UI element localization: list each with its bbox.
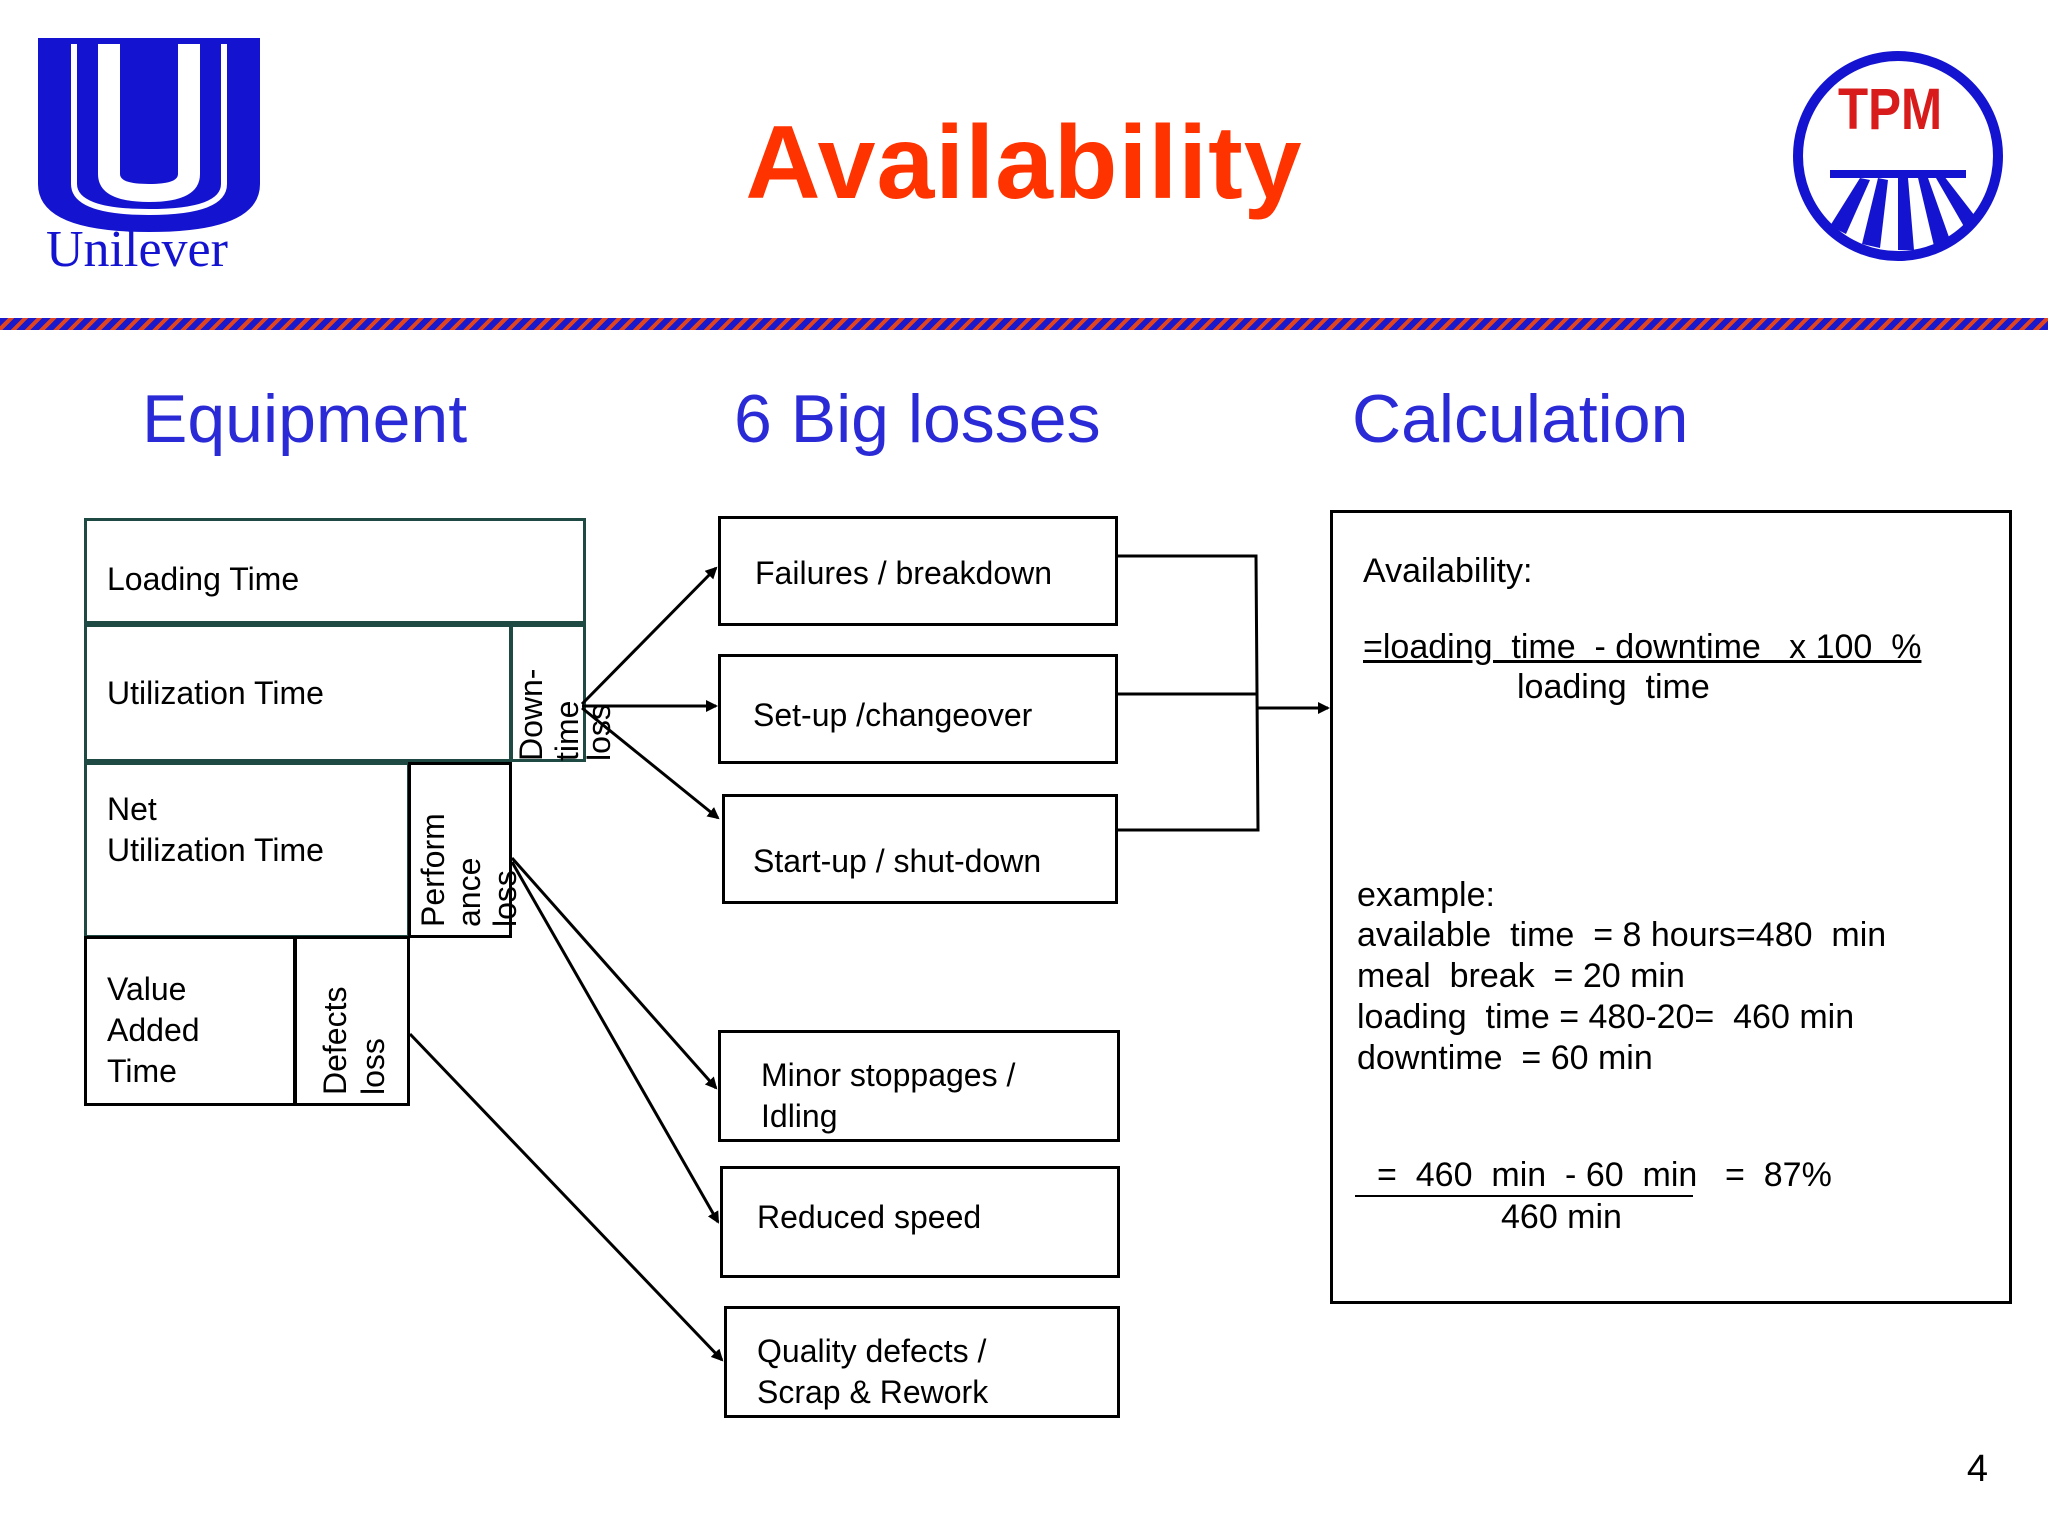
calc-available-time: available time = 8 hours=480 min (1357, 916, 1887, 954)
loss-box-failures: Failures / breakdown (718, 516, 1118, 626)
utilization-time-box: Utilization Time (84, 624, 512, 762)
loss-box-setup: Set-up /changeover (718, 654, 1118, 764)
arrow-performance-to-minor (510, 857, 718, 1090)
calc-heading: Availability: (1363, 552, 1533, 590)
column-heading-losses: 6 Big losses (734, 381, 1101, 457)
tpm-logo: TPM (1790, 48, 2006, 264)
downtime-loss-box: Down- time loss (510, 624, 617, 762)
loss-quality-label-1: Quality defects / (757, 1333, 987, 1369)
loading-time-label: Loading Time (107, 561, 300, 597)
loss-failures-label: Failures / breakdown (755, 555, 1053, 591)
calc-formula-numerator: =loading time - downtime x 100 % (1363, 628, 1922, 666)
column-heading-calculation: Calculation (1352, 381, 1689, 457)
arrow-downtime-to-failures (580, 566, 718, 706)
net-utilization-time-box: Net Utilization Time (84, 762, 410, 938)
tpm-circle-icon (1793, 51, 2003, 261)
column-heading-equipment: Equipment (142, 381, 468, 457)
unilever-logo-text: Unilever (46, 221, 228, 278)
value-added-label-2: Added (107, 1012, 200, 1048)
loss-quality-label-2: Scrap & Rework (757, 1374, 989, 1410)
loss-startup-label: Start-up / shut-down (753, 843, 1042, 879)
arrow-downtime-to-startup (581, 706, 720, 820)
calc-example-label: example: (1357, 876, 1495, 914)
performance-loss-box: Perform ance loss (408, 762, 523, 938)
value-added-label-1: Value (107, 971, 187, 1007)
unilever-logo: Unilever (34, 34, 264, 278)
calc-downtime: downtime = 60 min (1357, 1039, 1653, 1077)
calc-result-denominator: 460 min (1501, 1198, 1622, 1236)
calc-formula-denominator: loading time (1517, 668, 1710, 706)
loss-minor-label-1: Minor stoppages / (761, 1057, 1016, 1093)
net-utilization-label-1: Net (107, 791, 157, 827)
loss-box-minor: Minor stoppages / Idling (718, 1030, 1120, 1142)
arrow-defects-to-quality (408, 1032, 724, 1362)
utilization-time-label: Utilization Time (107, 675, 324, 711)
header-divider (0, 318, 2048, 330)
loss-setup-label: Set-up /changeover (753, 697, 1033, 733)
calc-meal-break: meal break = 20 min (1357, 957, 1685, 995)
loss-minor-label-2: Idling (761, 1098, 838, 1134)
loss-box-reduced-speed: Reduced speed (720, 1166, 1120, 1278)
loss-reduced-speed-label: Reduced speed (757, 1199, 982, 1235)
calc-result-numerator: = 460 min - 60 min (1377, 1156, 1698, 1194)
tpm-logo-text: TPM (1838, 77, 1943, 142)
calc-result-fraction-bar (1355, 1195, 1693, 1197)
loss-box-quality: Quality defects / Scrap & Rework (724, 1306, 1120, 1418)
loading-time-box: Loading Time (84, 518, 586, 624)
calc-loading-time: loading time = 480-20= 460 min (1357, 998, 1855, 1036)
net-utilization-label-2: Utilization Time (107, 832, 324, 868)
arrow-performance-to-reduced-speed (510, 861, 720, 1224)
calc-result-value: = 87% (1725, 1156, 1832, 1194)
unilever-u-icon (38, 38, 260, 232)
page-title: Availability (745, 105, 1303, 221)
value-added-label-3: Time (107, 1053, 177, 1089)
loss-box-startup: Start-up / shut-down (722, 794, 1118, 904)
calculation-box: Availability: =loading time - downtime x… (1330, 510, 2012, 1304)
defects-loss-box: Defects loss (294, 936, 410, 1106)
page-number: 4 (1966, 1448, 1988, 1490)
